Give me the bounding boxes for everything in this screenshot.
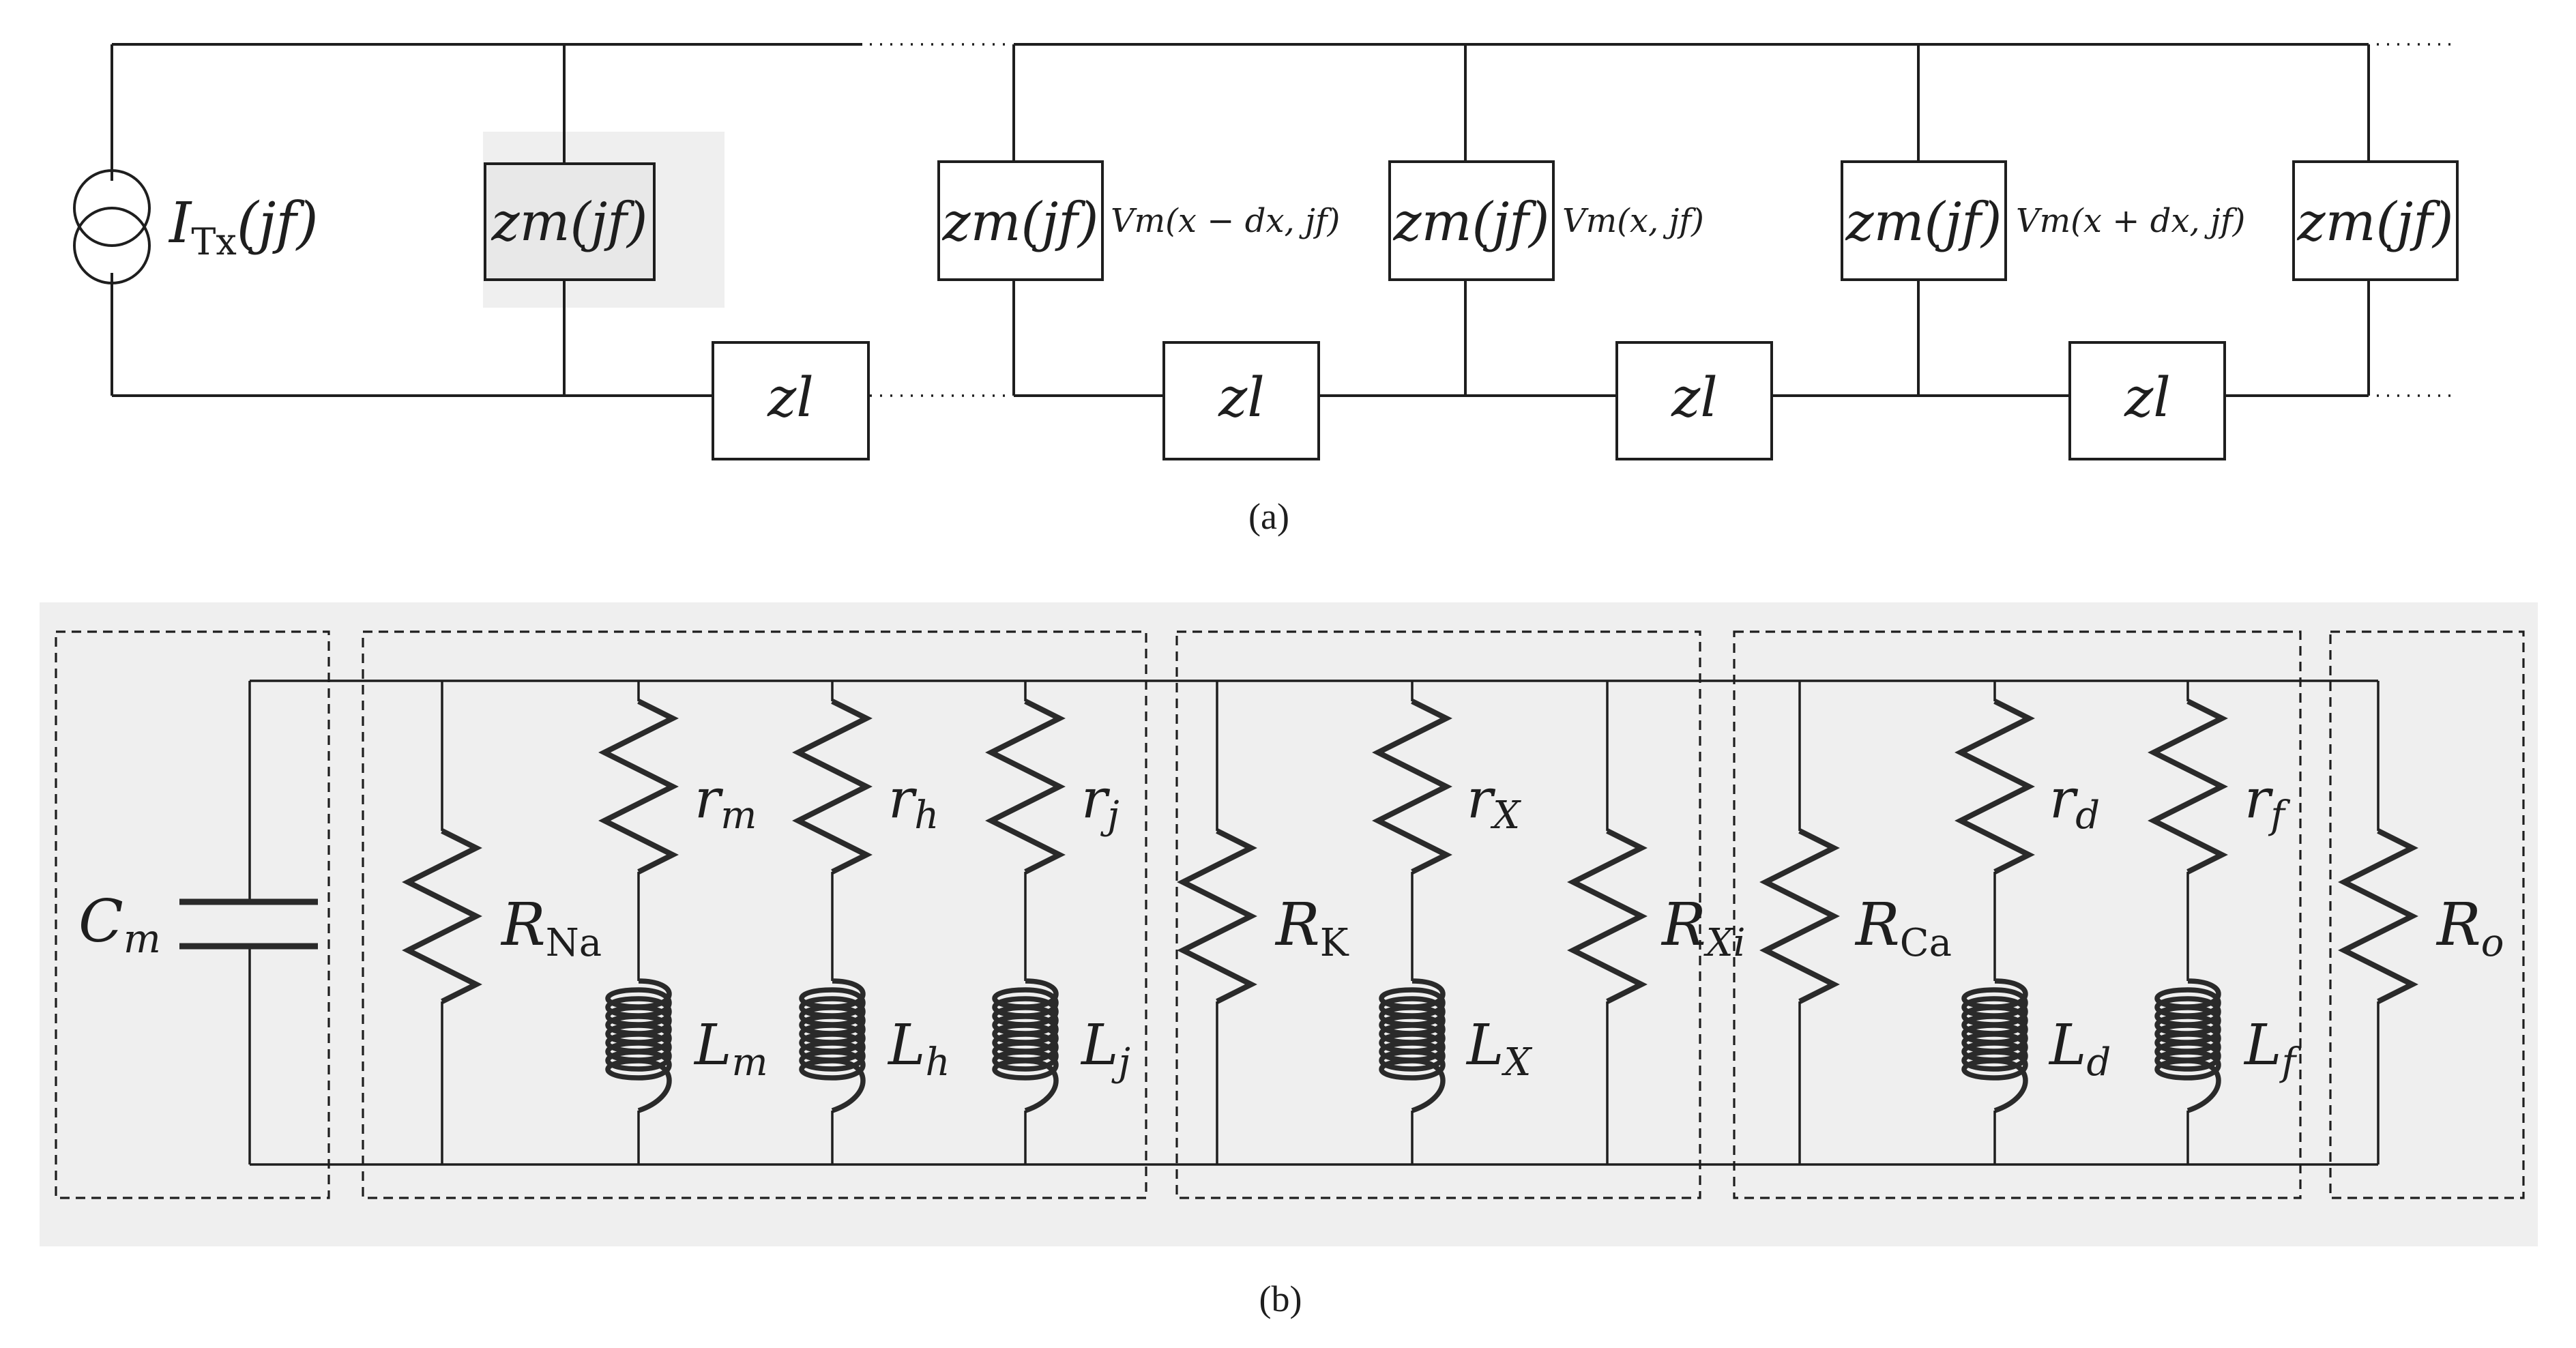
caption-a: (a) [1248,496,1289,537]
membrane-impedance-label-0: zm(jf) [491,192,648,253]
group-calcium [1733,630,2302,1199]
line-impedance-label-1: zl [1218,366,1265,429]
line-impedance-label-2: zl [1671,366,1718,429]
gate-h-branch [792,681,873,1164]
label-R-K: RK [1274,891,1349,965]
inductor-L-h-icon [799,978,866,1113]
label-r-h: rh [888,767,939,838]
resistor-R-K [1177,681,1257,1164]
label-r-X: rX [1467,767,1521,838]
line-impedance-box-0 [712,341,870,460]
voltage-label-next: Vm(x + dx, jf) [2016,202,2245,240]
membrane-column-1: zm(jf) [937,44,1104,396]
membrane-column-4: zm(jf) [2292,44,2459,396]
label-C-m: Cm [78,888,161,962]
membrane-impedance-box-3 [1841,160,2007,281]
membrane-impedance-label-3: zm(jf) [1845,192,2002,253]
label-r-j: rj [1081,767,1119,838]
label-R-Na: RNa [500,891,602,965]
label-R-o: Ro [2435,891,2504,965]
membrane-impedance-box-1 [937,160,1104,281]
group-potassium [1175,630,1701,1199]
resistor-R-o [2338,681,2418,1164]
resistor-R-Ca [1759,681,1840,1164]
line-impedance-box-3 [2068,341,2226,460]
label-L-m: Lm [693,1013,768,1085]
caption-b: (b) [1259,1278,1302,1319]
label-L-h: Lh [887,1013,950,1085]
membrane-column-2: zm(jf) [1388,44,1555,396]
membrane-impedance-box-2 [1388,160,1555,281]
voltage-label-current: Vm(x, jf) [1562,202,1704,240]
line-impedance-label-0: zl [767,366,814,429]
label-R-Ca: RCa [1854,891,1952,965]
gate-X-branch [1372,681,1452,1164]
inductor-L-m-icon [605,978,672,1113]
line-impedance-label-3: zl [2124,366,2171,429]
label-L-d: Ld [2048,1013,2111,1085]
capacitor-icon [179,681,318,1164]
label-R-Xi: RXi [1660,891,1746,965]
inductor-L-X-icon [1379,978,1446,1113]
gate-d-branch [1955,681,2035,1164]
membrane-impedance-box-0 [484,162,656,281]
panel-b-ion-channel-circuit: Cm RNa rm Lm rh Lh [40,602,2538,1319]
membrane-impedance-label-4: zm(jf) [2297,192,2454,253]
inductor-L-d-icon [1961,978,2028,1113]
source-label: ITx(jf) [168,191,319,263]
resistor-R-Na [402,681,482,1164]
current-source-icon [73,44,151,396]
label-r-m: rm [694,767,757,838]
line-impedance-box-1 [1162,341,1320,460]
membrane-column-3: zm(jf) [1841,44,2007,396]
inductor-L-j-icon [992,978,1059,1113]
membrane-impedance-label-1: zm(jf) [942,192,1099,253]
membrane-impedance-label-2: zm(jf) [1393,192,1550,253]
resistor-R-Xi [1567,681,1648,1164]
voltage-label-prev: Vm(x − dx, jf) [1111,202,1340,240]
panel-a-transmission-line: ITx(jf) zm(jf) zl zm(jf) zm(jf) zm(jf) [73,43,2459,537]
gate-f-branch [2148,681,2228,1164]
group-capacitance [55,630,330,1199]
gate-m-branch [598,681,679,1164]
inductor-L-f-icon [2154,978,2221,1113]
label-r-d: rd [2049,767,2100,838]
group-other [2329,630,2525,1199]
line-impedance-box-2 [1615,341,1773,460]
membrane-impedance-box-4 [2292,160,2459,281]
gate-j-branch [985,681,1066,1164]
label-L-X: LX [1465,1013,1532,1085]
label-L-j: Lj [1080,1013,1130,1085]
